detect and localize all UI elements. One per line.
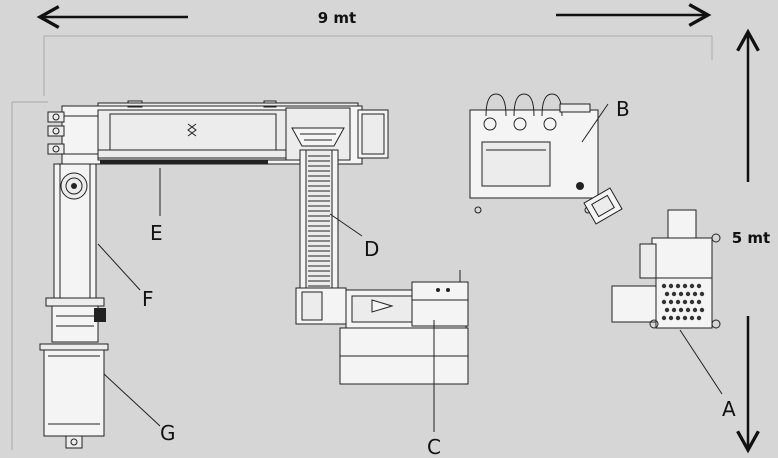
leader-f — [97, 243, 141, 291]
label-a: A — [722, 397, 736, 421]
leader-a — [679, 329, 723, 395]
label-e: E — [150, 221, 163, 245]
width-dimension: 9 mt — [36, 3, 713, 96]
leader-lines — [97, 103, 723, 432]
label-b: B — [616, 97, 630, 121]
machine-a-unit — [611, 209, 721, 329]
height-dimension: 5 mt — [11, 28, 770, 454]
width-label: 9 mt — [318, 9, 356, 27]
label-f: F — [142, 287, 154, 311]
leader-g — [103, 373, 161, 427]
label-c: C — [427, 435, 441, 458]
machine-d-incline-conveyor — [299, 149, 339, 293]
machine-c-packer — [295, 270, 469, 385]
machine-g-hopper — [39, 343, 109, 449]
leader-b — [581, 103, 609, 143]
leader-d — [329, 213, 363, 237]
machine-f-elevator — [45, 163, 106, 343]
height-label: 5 mt — [732, 229, 770, 247]
label-g: G — [160, 421, 176, 445]
machine-b-processor — [469, 93, 623, 225]
label-d: D — [364, 237, 379, 261]
